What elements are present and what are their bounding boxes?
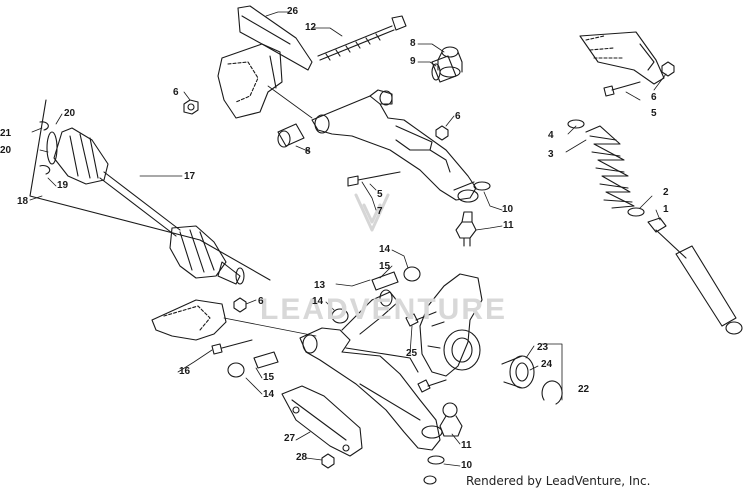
part-4-spring-retainer xyxy=(567,119,585,129)
callout-6: 6 xyxy=(455,111,461,122)
callout-24: 24 xyxy=(541,359,553,370)
upper-a-arm xyxy=(267,85,479,203)
callout-16: 16 xyxy=(179,366,191,377)
callout-23: 23 xyxy=(537,342,549,353)
callout-9: 9 xyxy=(410,56,416,67)
part-14-bushing-c xyxy=(227,362,245,378)
part-12-long-bolt xyxy=(317,15,407,61)
part-11-ball-joint-upper xyxy=(455,211,477,247)
callout-20: 20 xyxy=(0,145,12,156)
watermark-emblem xyxy=(354,193,390,232)
shock-upper-mount xyxy=(579,31,665,85)
part-6-nut-lower xyxy=(233,297,247,313)
callout-21: 21 xyxy=(0,128,12,139)
callout-15: 15 xyxy=(263,372,275,383)
callout-6: 6 xyxy=(258,296,264,307)
callout-18: 18 xyxy=(17,196,29,207)
part-7-bolt xyxy=(347,171,401,187)
rendered-by-credit: Rendered by LeadVenture, Inc. xyxy=(466,474,651,488)
part-6-nut-arm xyxy=(435,125,449,141)
part-16-bolt xyxy=(211,339,253,355)
callout-3: 3 xyxy=(548,149,554,160)
part-6-nut-shock xyxy=(661,61,675,77)
part-23-bearing xyxy=(501,355,535,389)
callout-14: 14 xyxy=(379,244,391,255)
part-5-bolt-shock xyxy=(603,81,641,97)
part-21-circlip xyxy=(39,121,49,131)
part-17-axle xyxy=(29,99,271,285)
callout-10: 10 xyxy=(502,204,514,215)
callout-14: 14 xyxy=(263,389,275,400)
upper-frame-bracket xyxy=(217,5,313,119)
part-14-bushing-b xyxy=(331,308,349,324)
callout-4: 4 xyxy=(548,130,554,141)
callout-17: 17 xyxy=(184,171,196,182)
lower-a-arm xyxy=(299,289,443,451)
lower-frame-bracket xyxy=(151,299,317,341)
part-10-snap-ring-lower xyxy=(423,455,445,485)
callout-27: 27 xyxy=(284,433,296,444)
part-28-nut xyxy=(321,453,335,469)
callout-22: 22 xyxy=(578,384,590,395)
callout-2: 2 xyxy=(663,187,669,198)
leader-lines xyxy=(29,11,667,467)
part-10-snap-ring-upper xyxy=(473,181,491,191)
part-15-sleeve-a xyxy=(371,271,399,291)
steering-knuckle xyxy=(419,273,483,377)
callout-15: 15 xyxy=(379,261,391,272)
watermark: LEADVENTURE xyxy=(260,293,508,326)
callout-20: 20 xyxy=(64,108,76,119)
callout-6: 6 xyxy=(651,92,657,103)
part-2-spring-retainer xyxy=(627,207,645,217)
callout-13: 13 xyxy=(314,280,326,291)
callout-14: 14 xyxy=(312,296,324,307)
callout-5: 5 xyxy=(377,189,383,200)
callout-26: 26 xyxy=(287,6,299,17)
part-19-clamp xyxy=(39,165,51,175)
part-3-spring xyxy=(585,125,635,209)
callout-25: 25 xyxy=(406,348,418,359)
callout-8: 8 xyxy=(305,146,311,157)
part-9-sleeve xyxy=(431,55,457,83)
part-24-retaining-ring xyxy=(541,380,563,405)
callout-11: 11 xyxy=(461,440,472,451)
callout-11: 11 xyxy=(503,220,514,231)
callout-19: 19 xyxy=(57,180,69,191)
part-11-ball-joint-lower xyxy=(439,402,463,437)
part-6-nut-upper xyxy=(183,99,199,115)
part-27-skid-plate xyxy=(281,385,363,457)
part-25-bolt xyxy=(405,311,437,327)
callout-5: 5 xyxy=(651,108,657,119)
callout-12: 12 xyxy=(305,22,317,33)
callout-6: 6 xyxy=(173,87,179,98)
callout-7: 7 xyxy=(377,206,383,217)
callout-1: 1 xyxy=(663,204,669,215)
part-1-shock-absorber xyxy=(647,217,743,335)
part-8-bushing-mid xyxy=(277,123,305,148)
part-15-sleeve-b xyxy=(253,351,279,369)
callout-10: 10 xyxy=(461,460,473,471)
callout-28: 28 xyxy=(296,452,308,463)
part-14-bushing-a xyxy=(403,266,421,282)
callout-8: 8 xyxy=(410,38,416,49)
knuckle-bolt-lower xyxy=(417,379,447,393)
